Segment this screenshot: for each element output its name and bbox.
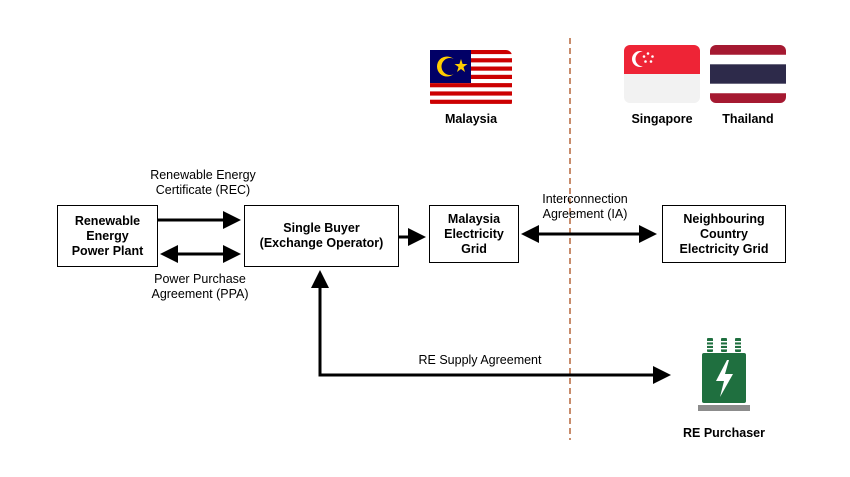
singapore-caption: Singapore <box>631 112 693 126</box>
malaysia-caption: Malaysia <box>444 112 498 126</box>
re-purchaser-caption: RE Purchaser <box>683 426 765 440</box>
malaysia-grid-box: Malaysia Electricity Grid <box>429 205 519 263</box>
single-buyer-box: Single Buyer (Exchange Operator) <box>244 205 399 267</box>
thailand-flag-icon <box>710 45 786 103</box>
re-power-plant-label: Renewable Energy Power Plant <box>71 213 144 258</box>
neighbouring-grid-label: Neighbouring Country Electricity Grid <box>679 211 769 256</box>
ia-label: Interconnection Agreement (IA) <box>542 192 628 221</box>
re-power-plant-box: Renewable Energy Power Plant <box>57 205 158 267</box>
neighbouring-grid-box: Neighbouring Country Electricity Grid <box>662 205 786 263</box>
transformer-icon <box>698 338 750 411</box>
single-buyer-label: Single Buyer (Exchange Operator) <box>259 221 384 250</box>
ppa-label: Power Purchase Agreement (PPA) <box>151 272 249 301</box>
thailand-caption: Thailand <box>722 112 774 126</box>
re-supply-arrow <box>318 277 671 384</box>
singapore-flag-icon <box>624 45 700 103</box>
re-supply-label: RE Supply Agreement <box>418 353 542 367</box>
malaysia-flag-icon <box>430 50 512 108</box>
rec-label: Renewable Energy Certificate (REC) <box>150 168 256 197</box>
malaysia-grid-label: Malaysia Electricity Grid <box>444 211 504 256</box>
